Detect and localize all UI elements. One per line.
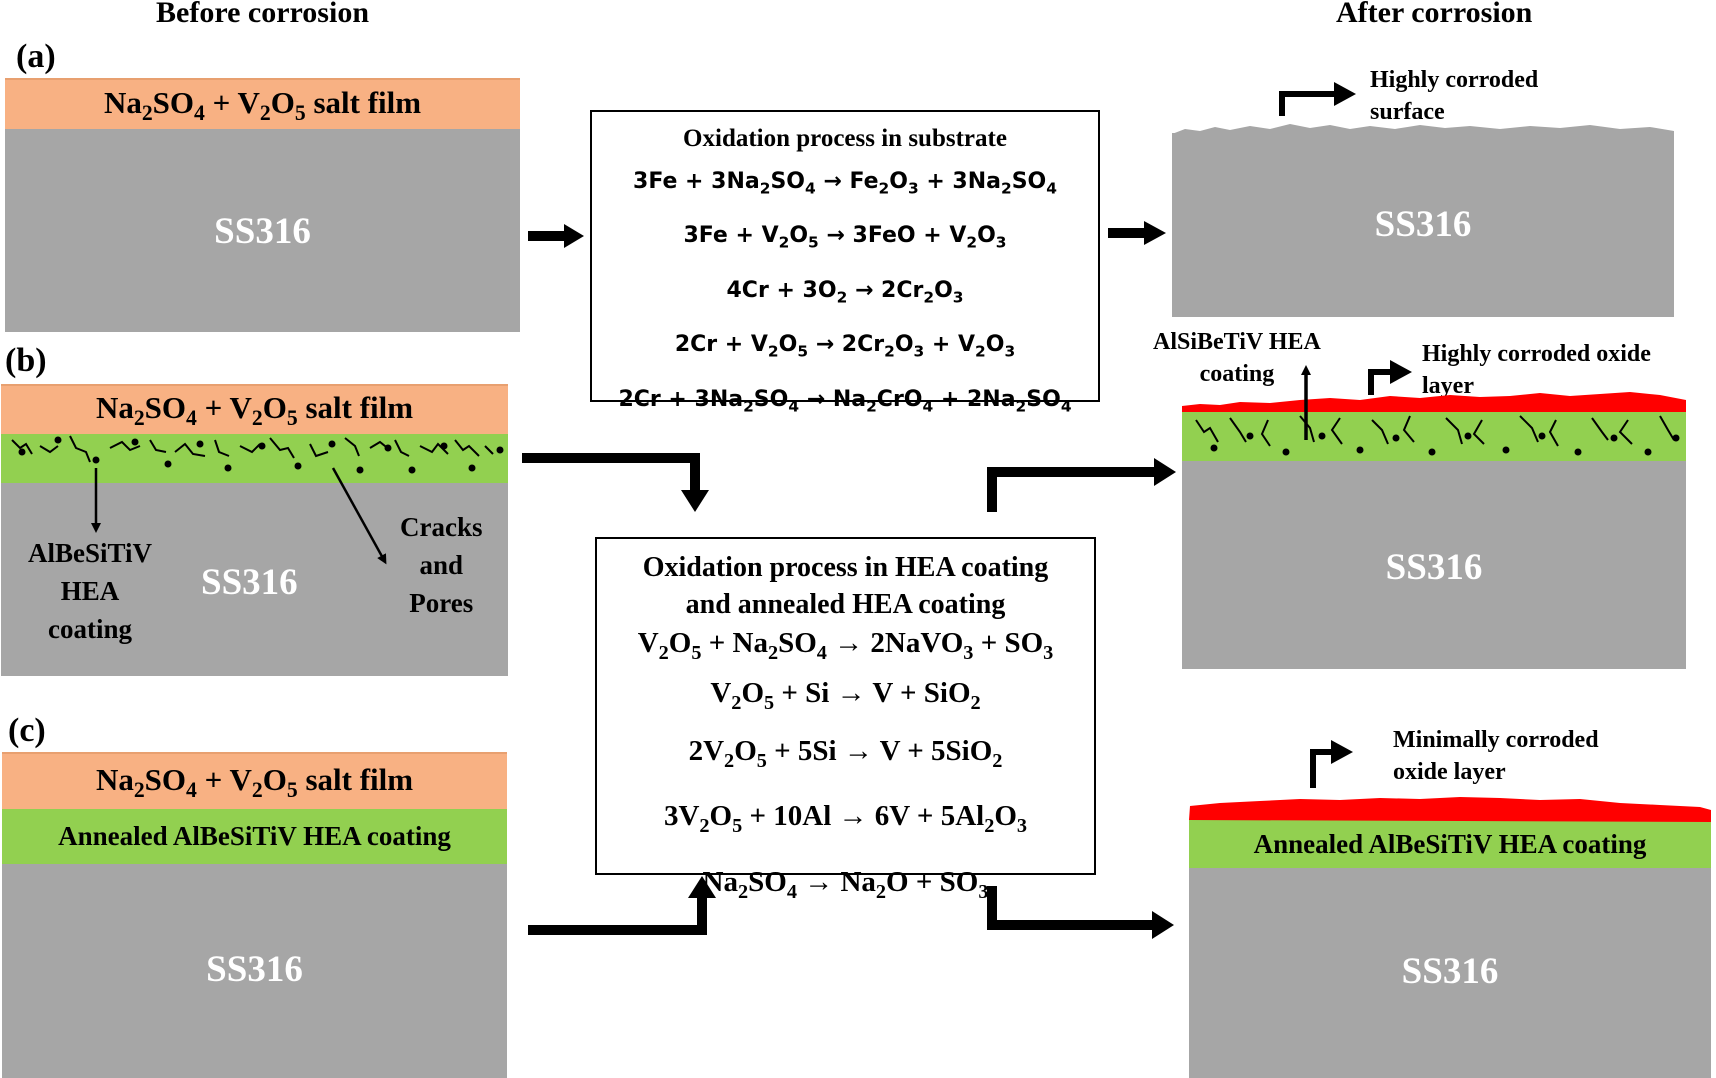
panel-c-annealed-coating: Annealed AlBeSiTiV HEA coating	[2, 809, 507, 864]
result-c-oxide-note: Minimally corroded oxide layer	[1393, 724, 1599, 788]
result-c-substrate-label: SS316	[1401, 951, 1499, 992]
result-a-note-line-1: Highly corroded	[1370, 67, 1539, 93]
hea-equation: 3V2O5 + 10Al → 6V + 5Al2O3	[663, 800, 1028, 838]
result-c-oxide-note-line-1: Minimally corroded	[1393, 727, 1599, 753]
flow-arrow-c-in	[528, 896, 707, 935]
result-b-note-arrow	[1368, 369, 1394, 395]
panel-c-substrate-label: SS316	[206, 949, 303, 990]
result-c-coating-label: Annealed AlBeSiTiV HEA coating	[1253, 828, 1647, 859]
result-a-substrate: SS316	[1172, 133, 1674, 317]
result-a-note-line-2: surface	[1370, 99, 1445, 125]
panel-b-coating-label: AlBeSiTiV HEA coating	[28, 534, 152, 648]
flow-arrow-b-in	[522, 453, 700, 492]
result-a-note: Highly corroded surface	[1370, 64, 1538, 128]
result-c-note-arrow	[1310, 749, 1335, 788]
result-b-oxide-note-line-2: layer	[1422, 373, 1474, 399]
result-a-note-arrow	[1279, 91, 1338, 116]
panel-a-salt-film: Na2SO4 + V2O5 salt film	[5, 78, 520, 131]
hea-oxidation-box: Oxidation process in HEA coating and ann…	[595, 537, 1096, 903]
result-b-coating-note-line-1: AlSiBeTiV HEA	[1153, 329, 1321, 355]
result-a-note-arrowhead	[1334, 82, 1356, 106]
substrate-equation: 4Cr + 3O2 → 2Cr2O3	[726, 277, 964, 307]
coating-label-line-2: HEA	[60, 576, 120, 606]
defect-label-line-1: Cracks	[400, 512, 483, 542]
panel-b-defect-label: Cracks and Pores	[400, 508, 483, 622]
panel-a-substrate-label: SS316	[214, 211, 311, 252]
result-c-substrate: SS316	[1189, 868, 1711, 1078]
result-b-coating-note-line-2: coating	[1199, 361, 1275, 387]
panel-c-coating-label: Annealed AlBeSiTiV HEA coating	[58, 821, 451, 851]
panel-b-substrate-label: SS316	[201, 562, 298, 603]
coating-label-line-1: AlBeSiTiV	[28, 538, 153, 568]
hea-box-title-2: and annealed HEA coating	[685, 589, 1006, 620]
result-b-substrate: SS316	[1182, 461, 1686, 669]
hea-equation: V2O5 + Na2SO4 → 2NaVO3 + SO3	[637, 627, 1054, 664]
result-b-oxide-layer	[1182, 392, 1686, 412]
result-b-pores	[1210, 432, 1680, 456]
result-b-oxide-note: Highly corroded oxide layer	[1422, 338, 1651, 402]
panel-a-substrate: SS316	[5, 129, 520, 332]
hea-box-title-1: Oxidation process in HEA coating	[642, 552, 1049, 583]
panel-b-cracks	[11, 435, 494, 463]
defect-label-line-3: Pores	[409, 588, 474, 618]
panel-b-pores	[18, 436, 504, 474]
substrate-box-title: Oxidation process in substrate	[683, 125, 1007, 152]
flow-arrow-c-out	[987, 886, 1156, 930]
result-b-oxide-note-line-1: Highly corroded oxide	[1422, 341, 1651, 367]
panel-c-substrate: SS316	[2, 864, 507, 1078]
flow-arrowhead-a-out	[1144, 221, 1166, 245]
substrate-equation: 3Fe + 3Na2SO4 → Fe2O3 + 3Na2SO4	[633, 169, 1057, 198]
result-c-note-arrowhead	[1331, 740, 1353, 764]
panel-b-label: (b)	[5, 342, 47, 379]
panel-a-label: (a)	[16, 38, 56, 75]
result-b-coating-note: AlSiBeTiV HEA coating	[1153, 326, 1321, 390]
result-c-annealed-coating: Annealed AlBeSiTiV HEA coating	[1189, 820, 1711, 868]
substrate-equation: 2Cr + V2O5 → 2Cr2O3 + V2O3	[674, 332, 1016, 361]
defect-label-line-2: and	[419, 550, 464, 580]
substrate-oxidation-box: Oxidation process in substrate 3Fe + 3Na…	[590, 110, 1100, 415]
panel-b-substrate: SS316	[1, 483, 508, 676]
panel-c-salt-text: Na2SO4 + V2O5 salt film	[95, 761, 414, 803]
after-corrosion-header: After corrosion	[1336, 0, 1533, 29]
hea-equation: V2O5 + Si → V + SiO2	[710, 676, 981, 714]
result-c-oxide-note-line-2: oxide layer	[1393, 759, 1506, 785]
panel-b-salt-text: Na2SO4 + V2O5 salt film	[95, 390, 414, 431]
substrate-equation: 2Cr + 3Na2SO4 → Na2CrO4 + 2Na2SO4	[618, 386, 1072, 415]
panel-c-salt-film: Na2SO4 + V2O5 salt film	[2, 752, 507, 811]
panel-b-hea-coating	[1, 434, 508, 483]
flow-arrowhead-b-in	[681, 490, 709, 512]
panel-c-label: (c)	[8, 712, 46, 749]
defect-pointer-arrow	[331, 467, 387, 565]
flow-arrow-b-out	[987, 467, 1158, 512]
result-b-note-arrowhead	[1390, 360, 1412, 384]
before-corrosion-header: Before corrosion	[156, 0, 370, 29]
flow-arrowhead-a-in	[564, 224, 584, 248]
result-c-oxide-layer	[1189, 797, 1711, 822]
flow-arrowhead-b-out	[1154, 458, 1176, 486]
result-a-corroded-surface	[1172, 124, 1674, 140]
coating-label-line-3: coating	[48, 614, 133, 644]
panel-b-salt-film: Na2SO4 + V2O5 salt film	[1, 384, 508, 436]
substrate-equation: 3Fe + V2O5 → 3FeO + V2O3	[683, 223, 1007, 252]
panel-a-salt-text: Na2SO4 + V2O5 salt film	[103, 84, 422, 126]
flow-arrowhead-c-out	[1152, 911, 1174, 939]
result-a-substrate-label: SS316	[1374, 204, 1472, 245]
flow-arrowhead-c-in	[688, 876, 716, 898]
result-b-cracks	[1195, 415, 1675, 447]
hea-equation: Na2SO4 → Na2O + SO3	[702, 866, 989, 903]
hea-equation: 2V2O5 + 5Si → V + 5SiO2	[688, 734, 1003, 772]
result-b-substrate-label: SS316	[1385, 547, 1483, 588]
